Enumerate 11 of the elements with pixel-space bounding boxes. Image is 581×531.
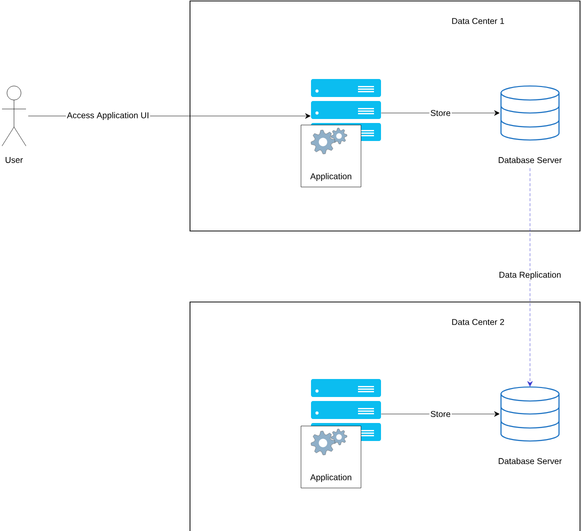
edge-label: Access Application UI xyxy=(66,111,150,121)
application-box: Application xyxy=(300,124,362,188)
arrow xyxy=(381,110,500,116)
arrow xyxy=(381,411,500,417)
application-box: Application xyxy=(300,426,362,488)
edge-label: Store xyxy=(429,410,452,418)
arrow xyxy=(527,168,533,387)
person-figure: User xyxy=(2,86,26,163)
edge-label: Store xyxy=(429,109,452,117)
node-label: User xyxy=(6,157,23,163)
edge-label: Data Replication xyxy=(498,270,562,280)
